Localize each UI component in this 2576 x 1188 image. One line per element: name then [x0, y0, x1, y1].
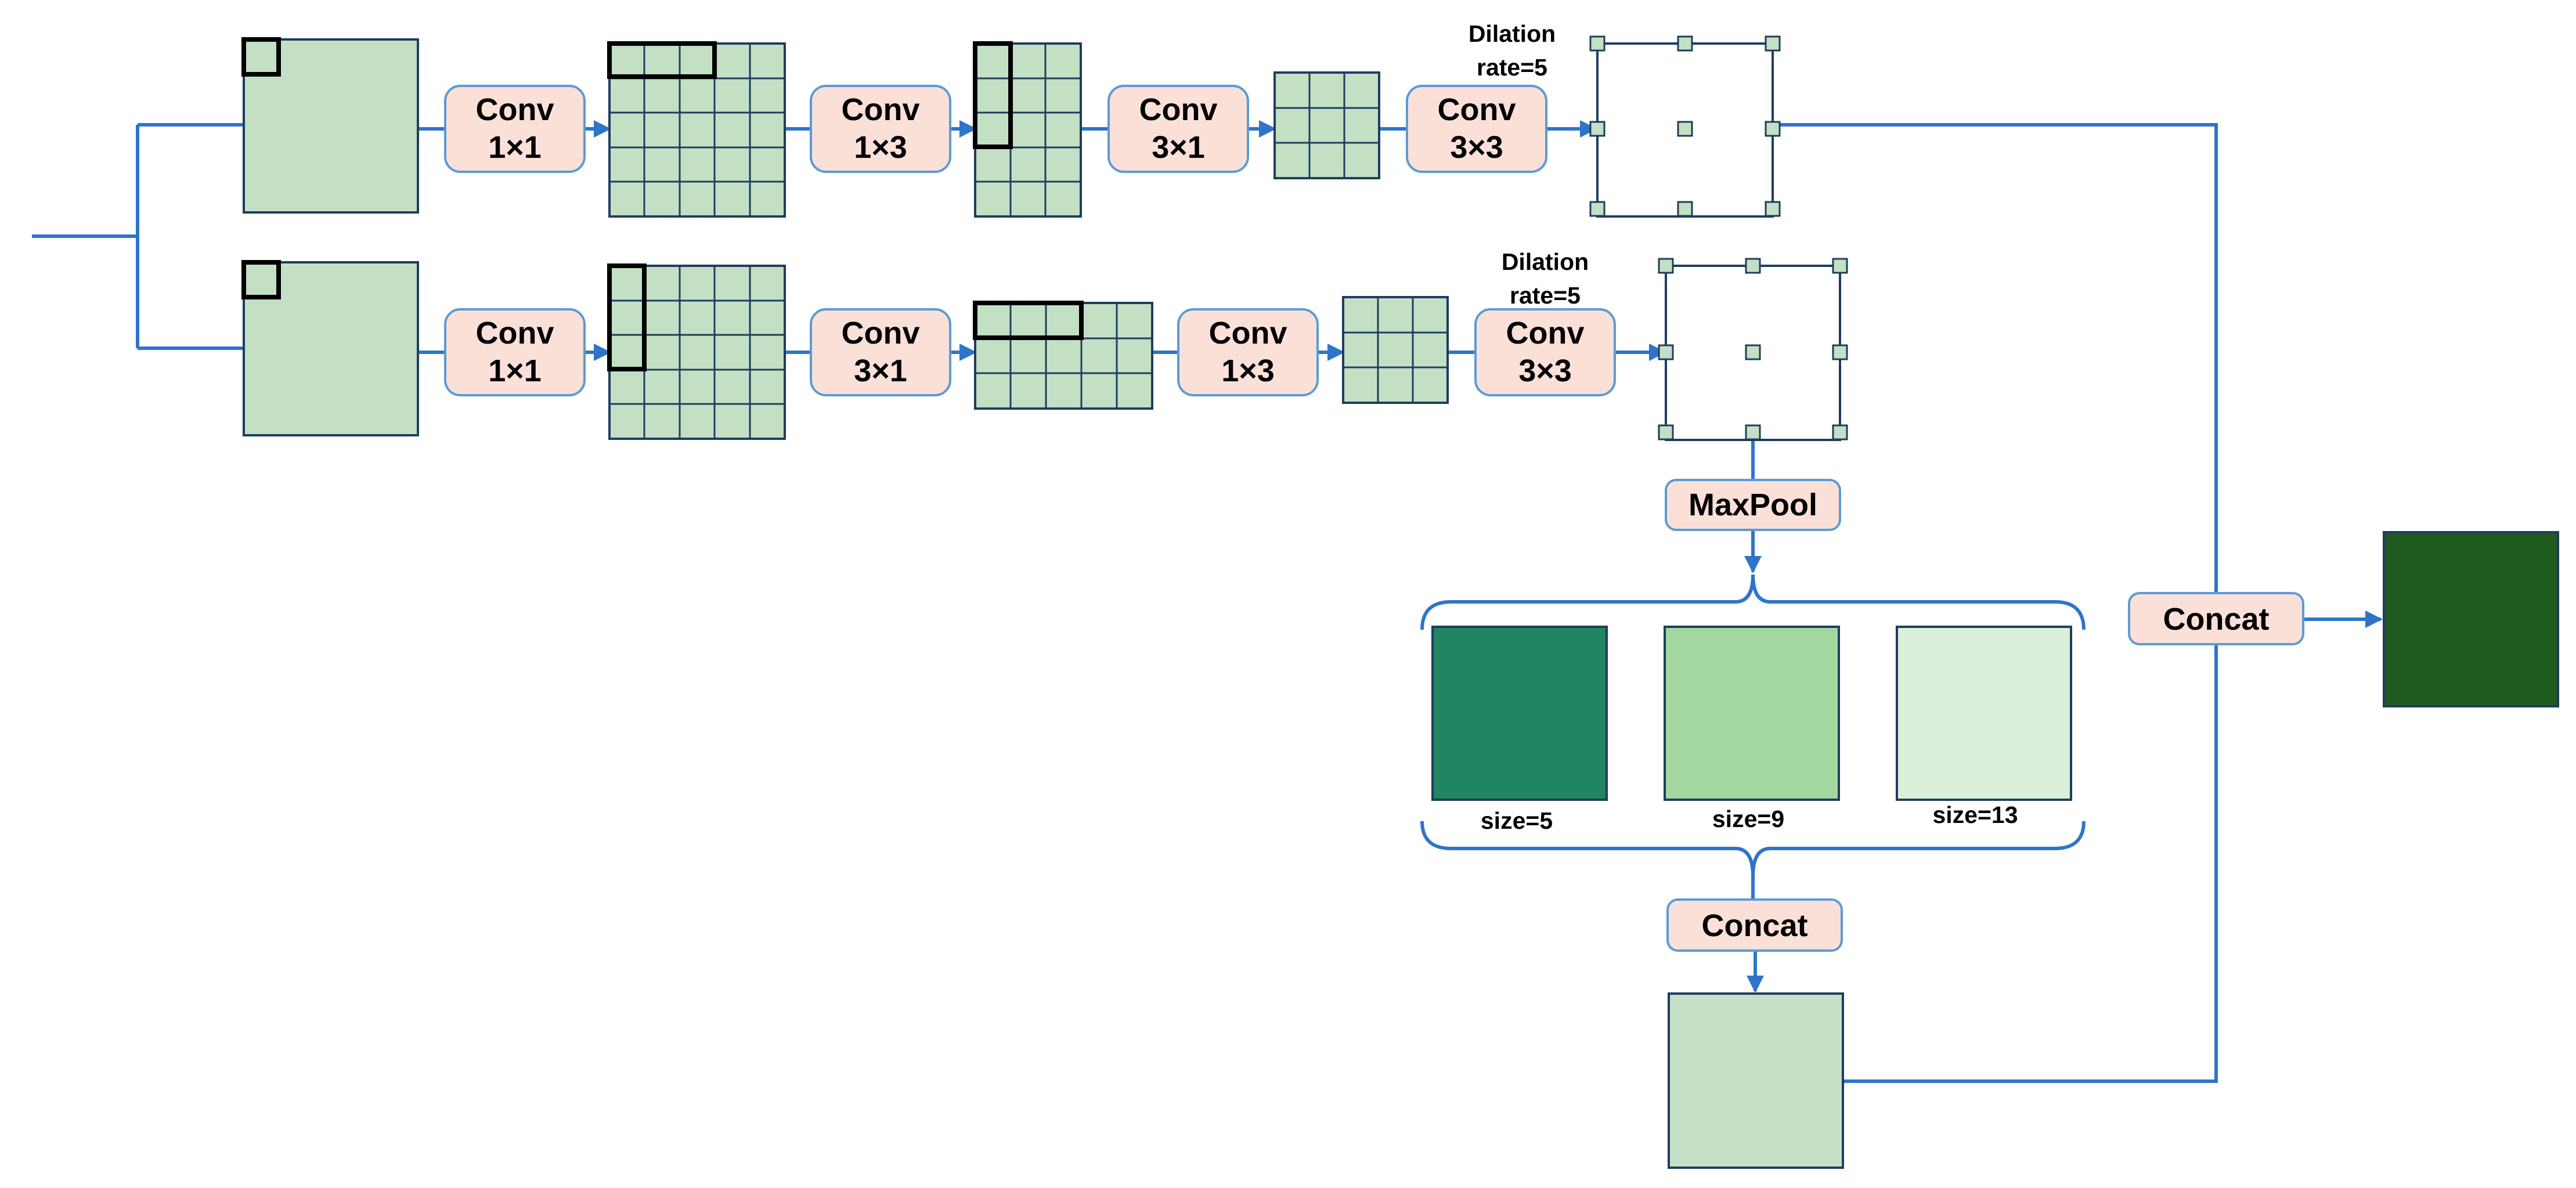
b2-grid-5x3 — [973, 301, 1153, 410]
b2-dilation-label: Dilation — [1502, 248, 1589, 275]
feature-maps — [241, 35, 2559, 1169]
connectors — [32, 120, 2383, 1083]
b1-conv4-op: Conv — [1438, 92, 1516, 127]
b2-conv1-kernel: 1×1 — [488, 353, 542, 388]
map-to-outer-concat — [1843, 643, 2218, 1083]
b2-input-map — [243, 261, 419, 436]
b2-dilated-map — [1658, 258, 1848, 441]
b1-dilated-map — [1589, 35, 1781, 218]
b2-conv4-kernel: 3×3 — [1518, 353, 1572, 388]
b1-conv4-box — [1406, 85, 1547, 173]
b2-conv3-box — [1177, 308, 1319, 396]
labels: Conv 1×1 Conv 1×3 Conv 3×1 Conv 3×3 Dila… — [476, 20, 2270, 943]
b2-conv2-op: Conv — [842, 316, 920, 351]
b1-kernel-1x3 — [607, 41, 717, 79]
b1-dilation-rate: rate=5 — [1477, 54, 1547, 81]
maxpool-box — [1665, 479, 1841, 531]
b1-conv4-kernel: 3×3 — [1450, 130, 1503, 165]
b2-conv1-op: Conv — [476, 316, 554, 351]
concat-outer-box — [2128, 592, 2304, 645]
b2-kernel-3x1 — [607, 263, 647, 371]
b1-conv1-kernel: 1×1 — [488, 130, 542, 165]
top-brace — [1420, 574, 2086, 630]
b2-input-kernel — [241, 260, 281, 299]
concat-inner-label: Concat — [1701, 908, 1807, 943]
b2-grid-3x3 — [1342, 296, 1449, 404]
concat-outer-label: Concat — [2163, 602, 2269, 637]
pool-map-size9 — [1664, 626, 1840, 801]
pool-size-9-label: size=9 — [1712, 806, 1784, 832]
b2-conv3-kernel: 1×3 — [1221, 353, 1275, 388]
b1-dilation-label: Dilation — [1469, 20, 1556, 47]
b1-grid-3x5 — [973, 41, 1082, 218]
b1-grid-5x5 — [607, 41, 786, 218]
b1-conv1-op: Conv — [476, 92, 554, 127]
pool-map-size5 — [1431, 626, 1608, 801]
b1-input-kernel — [241, 37, 281, 77]
b2-conv3-op: Conv — [1209, 316, 1287, 351]
b2-conv4-op: Conv — [1506, 316, 1585, 351]
spp-output-map — [1668, 992, 1844, 1169]
b2-conv4-box — [1474, 308, 1616, 396]
b1-grid-3x3 — [1273, 71, 1380, 179]
pool-map-size13 — [1896, 626, 2072, 801]
b1-input-map — [243, 38, 419, 214]
pool-size-5-label: size=5 — [1481, 807, 1553, 834]
b1-to-concat — [1773, 123, 2218, 618]
b1-kernel-3x1 — [973, 41, 1013, 149]
b1-conv2-box — [810, 85, 951, 173]
b1-conv3-kernel: 3×1 — [1152, 130, 1205, 165]
operation-boxes — [444, 85, 2304, 952]
b2-dilation-rate: rate=5 — [1510, 282, 1581, 309]
b2-grid-5x5 — [607, 263, 786, 440]
pool-size-13-label: size=13 — [1932, 801, 2018, 828]
b2-kernel-1x3 — [973, 301, 1084, 340]
b2-conv2-kernel: 3×1 — [854, 353, 907, 388]
b1-conv3-box — [1107, 85, 1249, 173]
b1-conv2-op: Conv — [842, 92, 920, 127]
b1-conv3-op: Conv — [1139, 92, 1218, 127]
b1-conv2-kernel: 1×3 — [854, 130, 907, 165]
maxpool-label: MaxPool — [1689, 488, 1817, 522]
b2-conv2-box — [810, 308, 951, 396]
b1-conv1-box — [444, 85, 586, 173]
final-output-map — [2383, 531, 2559, 707]
concat-inner-box — [1666, 898, 1843, 952]
b2-conv1-box — [444, 308, 586, 396]
